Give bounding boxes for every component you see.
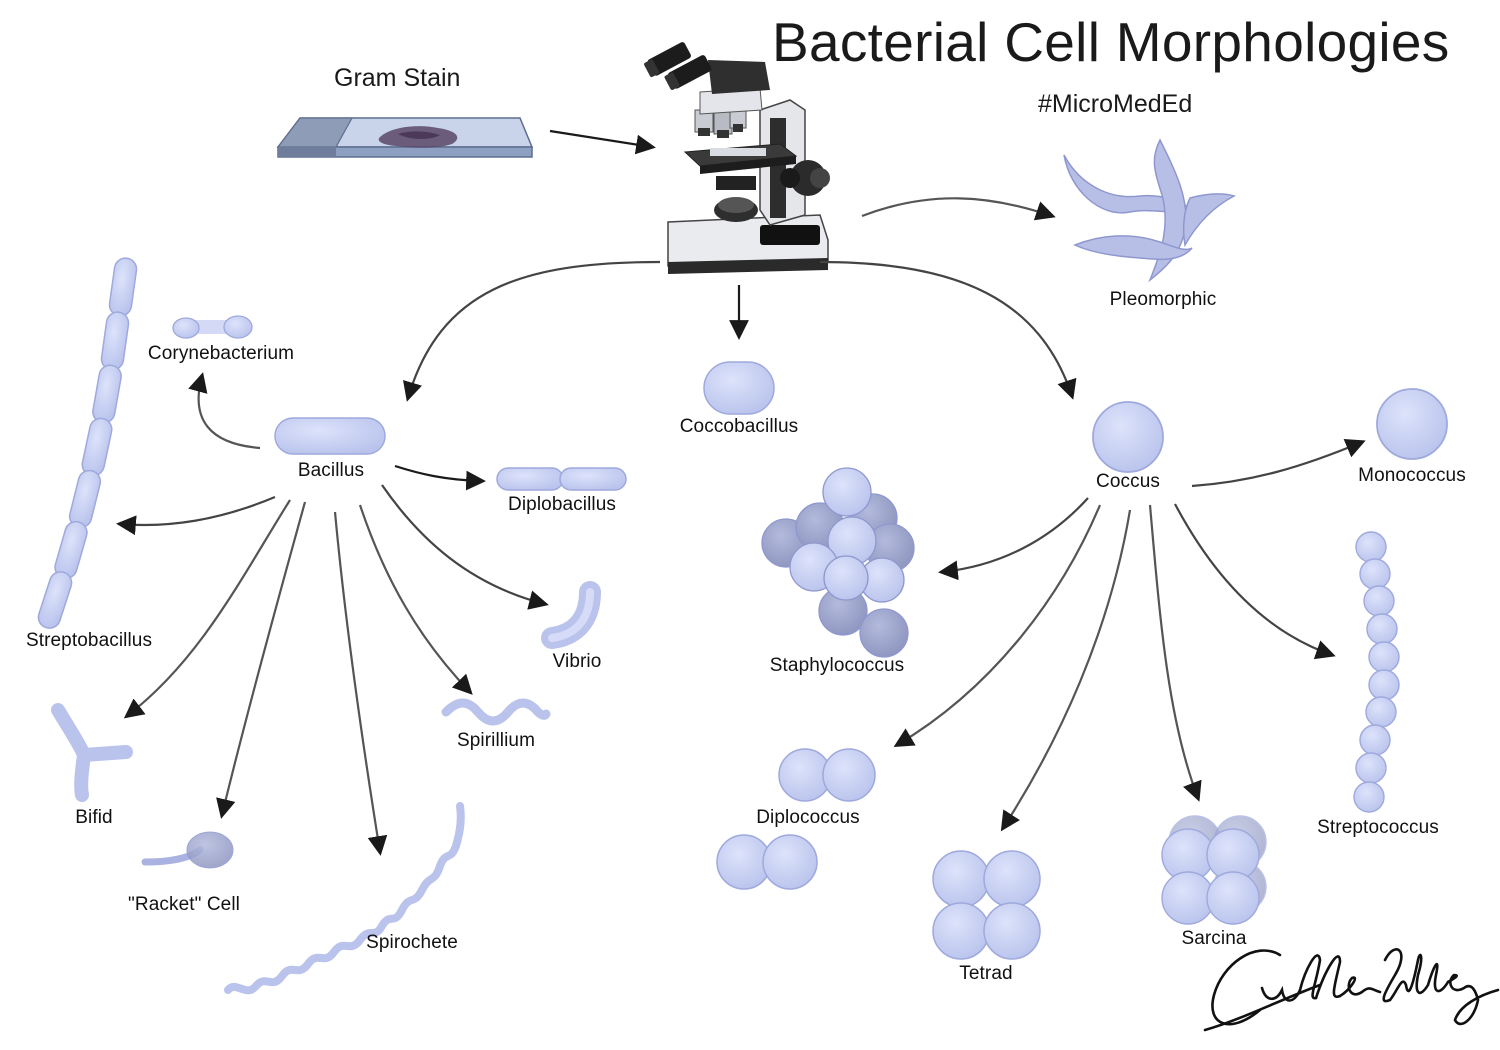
label-monococcus: Monococcus <box>1358 465 1466 486</box>
label-streptobacillus: Streptobacillus <box>25 630 153 651</box>
arrow-to-corynebacterium <box>188 372 261 450</box>
spirillium-cell <box>441 698 551 726</box>
label-diplobacillus: Diplobacillus <box>508 494 616 515</box>
streptococcus-chain <box>1353 531 1400 813</box>
arrow-slide-to-microscope <box>549 129 656 155</box>
diplococcus-cells <box>716 748 876 890</box>
microscope-icon <box>644 42 830 274</box>
label-coccus: Coccus <box>1096 471 1160 492</box>
label-racket-cell: "Racket" Cell <box>128 894 240 915</box>
arrow-to-staphylococcus <box>938 497 1089 581</box>
arrow-to-pleomorphic <box>861 197 1056 221</box>
arrow-to-spirochete <box>333 511 388 856</box>
diplobacillus-cells <box>496 467 627 491</box>
streptobacillus-chain <box>37 257 138 629</box>
coccobacillus-cell <box>703 361 775 415</box>
sarcina-cells <box>1161 815 1267 925</box>
gram-stain-label: Gram Stain <box>334 64 461 92</box>
staphylococcus-cluster <box>761 467 915 658</box>
corynebacterium-cell <box>172 315 253 339</box>
tetrad-cells <box>932 850 1041 960</box>
label-bifid: Bifid <box>75 807 113 828</box>
label-tetrad: Tetrad <box>959 963 1013 984</box>
arrow-to-tetrad <box>1000 509 1132 832</box>
label-corynebacterium: Corynebacterium <box>147 343 295 364</box>
label-pleomorphic: Pleomorphic <box>1109 289 1217 310</box>
arrow-to-spirillium <box>358 504 473 695</box>
arrow-to-monococcus <box>1191 438 1366 488</box>
arrow-to-diplococcus <box>893 504 1102 748</box>
pleomorphic-cells <box>1063 138 1237 283</box>
arrow-to-sarcina <box>1148 504 1202 802</box>
diagram-title: Bacterial Cell Morphologies <box>772 11 1450 73</box>
label-vibrio: Vibrio <box>552 651 602 672</box>
hashtag-label: #MicroMedEd <box>1038 90 1193 118</box>
arrow-to-vibrio <box>381 484 549 610</box>
spirochete-cell <box>224 802 465 995</box>
monococcus-cell <box>1376 388 1448 460</box>
bifid-cell <box>51 703 133 802</box>
arrow-to-diplobacillus <box>394 464 486 491</box>
label-streptococcus: Streptococcus <box>1317 817 1439 838</box>
label-sarcina: Sarcina <box>1181 928 1247 949</box>
label-bacillus: Bacillus <box>297 460 365 481</box>
racket-cell <box>141 831 234 869</box>
arrow-to-coccus <box>819 260 1077 400</box>
arrow-to-bifid <box>123 499 291 719</box>
bacillus-cell <box>274 417 386 455</box>
label-spirillium: Spirillium <box>456 730 536 751</box>
arrow-to-streptobacillus <box>116 495 276 536</box>
signature <box>1203 948 1500 1032</box>
label-staphylococcus: Staphylococcus <box>769 655 905 676</box>
label-spirochete: Spirochete <box>366 932 458 953</box>
arrows <box>116 129 1366 856</box>
label-coccobacillus: Coccobacillus <box>679 416 799 437</box>
arrow-to-racket <box>216 501 307 819</box>
label-diplococcus: Diplococcus <box>756 807 860 828</box>
arrow-to-bacillus <box>403 260 661 402</box>
arrow-to-streptococcus <box>1174 503 1336 660</box>
gram-stain-slide <box>276 117 534 158</box>
coccus-cell <box>1092 401 1164 473</box>
